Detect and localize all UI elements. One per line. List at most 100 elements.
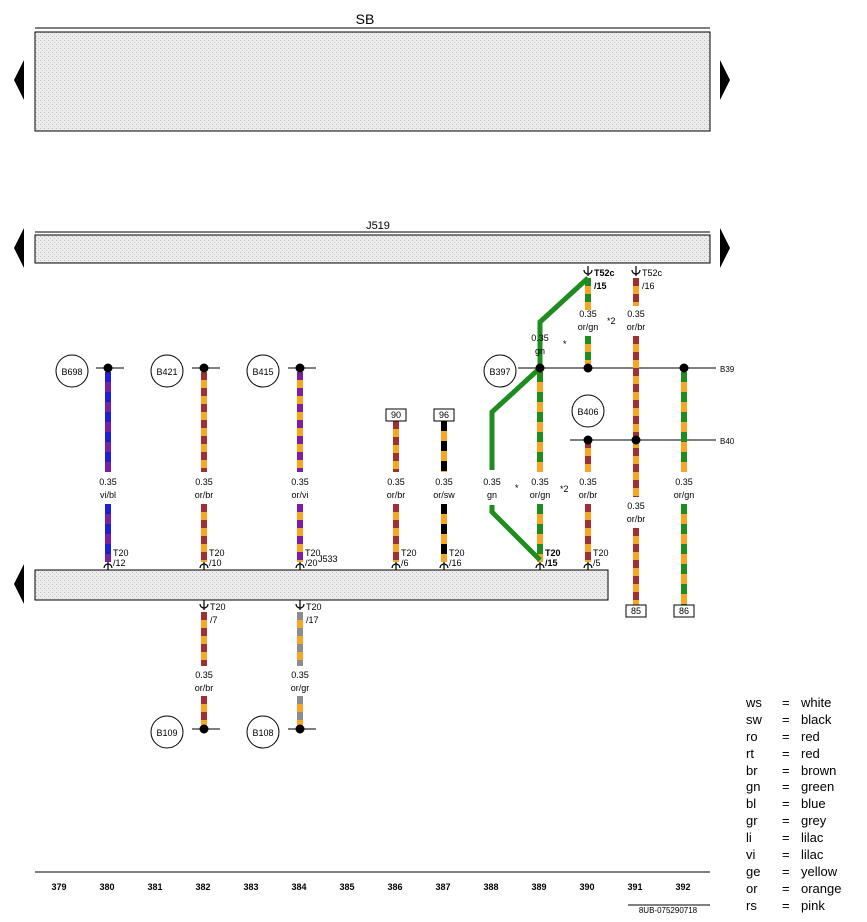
pin-w390-conn: T20 <box>593 548 609 558</box>
column-number: 380 <box>99 882 114 892</box>
w391-top-color: or/br <box>627 322 646 332</box>
w388-color: gn <box>487 490 497 500</box>
legend-row: li=lilac <box>746 830 866 847</box>
w392-color: or/gn <box>674 490 695 500</box>
legend-equals: = <box>782 779 790 795</box>
legend-equals: = <box>782 880 790 896</box>
legend-row: gr = grey <box>746 813 866 830</box>
sb-block: SB <box>14 11 730 132</box>
w382-color: or/br <box>195 490 214 500</box>
pin-w384b: T20/17 <box>295 600 322 625</box>
legend-equals: = <box>782 745 790 761</box>
pin-w387-conn: T20 <box>449 548 465 558</box>
legend-code: sw <box>746 711 762 727</box>
legend-code: bl <box>746 796 757 812</box>
legend-color-name: yellow <box>801 863 838 879</box>
w391-color: or/br <box>627 514 646 524</box>
node-b109: B109 <box>150 715 184 749</box>
node-b415: B415 <box>246 354 280 388</box>
star-mark-1: * <box>563 339 567 349</box>
legend-code: or <box>746 880 758 896</box>
column-number: 381 <box>147 882 162 892</box>
w391-top-size: 0.35 <box>627 309 645 319</box>
star-marks: * *2 * *2 <box>515 316 616 494</box>
w386-color: or/br <box>387 490 406 500</box>
pin-w384-conn: T20 <box>305 548 321 558</box>
legend-row: vi=lilac <box>746 847 866 864</box>
legend-color-name: green <box>801 779 835 795</box>
legend-color-name: blue <box>801 796 826 812</box>
column-number: 389 <box>531 882 546 892</box>
j519-right-arrow-icon <box>720 228 730 268</box>
wire-labels: 0.35 vi/bl 0.35 or/br 0.35 or/vi 0.35 or… <box>99 309 694 693</box>
column-number: 388 <box>483 882 498 892</box>
j519-label: J519 <box>366 220 390 232</box>
legend-row: ws=white <box>746 695 866 712</box>
legend-equals: = <box>782 762 790 778</box>
legend-row: br=brown <box>746 763 866 780</box>
pin-w380-conn: T20 <box>113 548 129 558</box>
w384-color: or/vi <box>291 490 308 500</box>
splice-dots <box>103 363 689 734</box>
gn-branch <box>489 276 590 562</box>
w384b-color: or/gr <box>291 683 310 693</box>
w389-size: 0.35 <box>531 477 549 487</box>
legend-color-name: grey <box>801 813 827 829</box>
legend-equals: = <box>782 728 790 744</box>
node-b397: B397 <box>483 354 517 388</box>
legend-equals: = <box>782 711 790 727</box>
module-left-arrow-icon <box>14 564 24 604</box>
j519-block: J519 <box>14 220 730 268</box>
svg-text:B421: B421 <box>156 367 177 377</box>
legend-equals: = <box>782 796 790 812</box>
column-number: 382 <box>195 882 210 892</box>
pin-w380-pin: /12 <box>113 558 126 568</box>
bus-b406-label: B40 <box>720 437 735 446</box>
legend-row: or=orange <box>746 881 866 898</box>
legend-code: vi <box>746 847 756 863</box>
w387-size: 0.35 <box>435 477 453 487</box>
svg-text:B415: B415 <box>252 367 273 377</box>
legend-color-name: brown <box>801 762 837 778</box>
module-bar <box>14 564 609 604</box>
w389-top-size: 0.35 <box>531 333 549 343</box>
legend-code: gr <box>746 813 758 829</box>
node-b421: B421 <box>150 354 184 388</box>
w382b-color: or/br <box>195 683 214 693</box>
legend-equals: = <box>782 695 790 710</box>
legend-code: ro <box>746 728 758 744</box>
legend-row: gn=green <box>746 779 866 796</box>
legend-equals: = <box>782 830 790 846</box>
pin-w391-top-pin: /16 <box>642 281 655 291</box>
legend-color-name: white <box>801 695 832 710</box>
column-number: 383 <box>243 882 258 892</box>
star2-mark-1: *2 <box>607 316 616 326</box>
w390-top-color: or/gn <box>578 322 599 332</box>
w389-top-color: gn <box>535 346 545 356</box>
legend-equals: = <box>782 863 790 879</box>
svg-text:90: 90 <box>391 410 401 420</box>
connector-pins: T20/12T20/10T20/20T20/6T20/16T20/15T20/5… <box>103 266 663 625</box>
legend-equals: = <box>782 813 790 829</box>
svg-text:86: 86 <box>679 606 689 616</box>
w388-size: 0.35 <box>483 477 501 487</box>
pin-w391-top: T52c/16 <box>631 266 663 291</box>
pin-w386-pin: /6 <box>401 558 409 568</box>
legend-color-name: black <box>801 711 832 727</box>
footer-code: 8UB-075290718 <box>639 906 698 915</box>
w390-color: or/br <box>579 490 598 500</box>
svg-text:96: 96 <box>439 410 449 420</box>
pin-w386-conn: T20 <box>401 548 417 558</box>
pin-w382b: T20/7 <box>199 600 226 625</box>
legend-color-name: red <box>801 728 820 744</box>
pin-w386: T20/6 <box>391 548 417 570</box>
w380-color: vi/bl <box>100 490 116 500</box>
pin-w382-pin: /10 <box>209 558 222 568</box>
w389-color: or/gn <box>530 490 551 500</box>
legend-color-name: pink <box>801 897 825 913</box>
box-refs: 90 96 85 86 <box>385 408 695 618</box>
legend-code: ge <box>746 863 761 879</box>
pin-w384b-pin: /17 <box>306 615 319 625</box>
